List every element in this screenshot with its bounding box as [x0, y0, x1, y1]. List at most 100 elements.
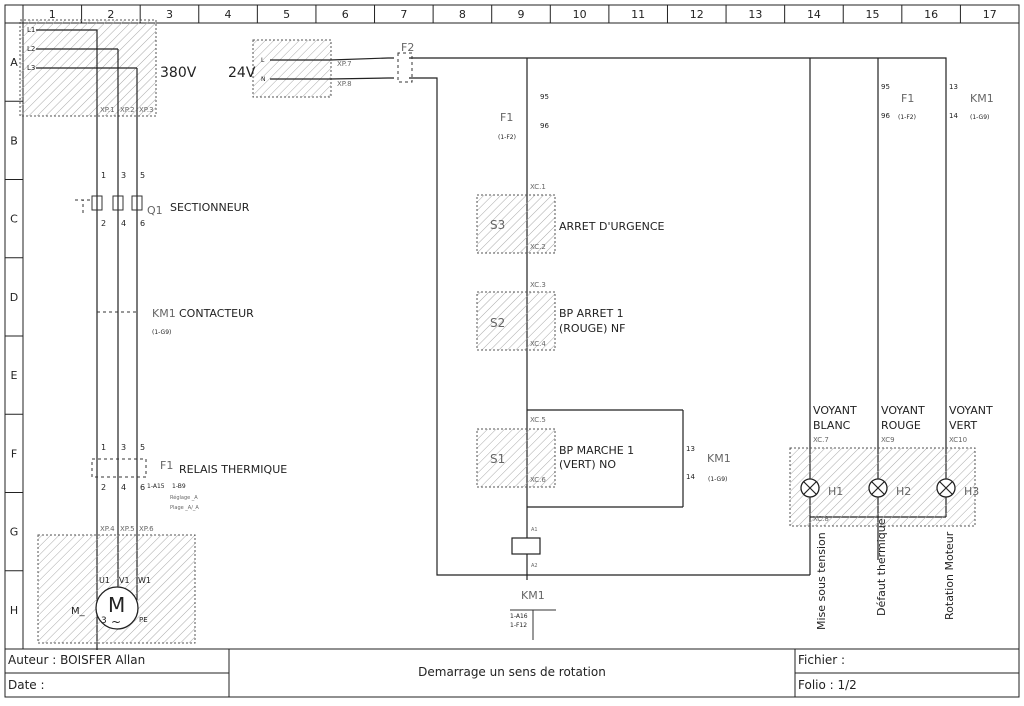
row-header-C: C [10, 213, 18, 226]
f1-term-2: 2 [101, 483, 106, 492]
bp-arret-label-1: BP ARRET 1 [559, 307, 624, 320]
motor-w1: W1 [138, 576, 151, 585]
column-header-7: 7 [400, 8, 407, 21]
f1-lamp-label: F1 [901, 92, 914, 105]
xc7-label: XC.7 [813, 436, 829, 444]
column-header-9: 9 [518, 8, 525, 21]
voyant-vert-1: VOYANT [949, 404, 993, 417]
km1-hold-label: KM1 [707, 452, 731, 465]
km1-power-label: KM1 [152, 307, 176, 320]
q1-fuse-2 [112, 195, 124, 211]
column-header-15: 15 [866, 8, 880, 21]
km1-coil-ref-f12: 1-F12 [510, 622, 527, 629]
voltage-24v: 24V [228, 65, 256, 81]
f1-ref-a15: 1-A15 [147, 483, 165, 490]
s3-box [476, 194, 556, 254]
sheet-frame [4, 4, 1020, 698]
column-header-4: 4 [225, 8, 232, 21]
s2-label: S2 [490, 316, 505, 330]
row-header-F: F [11, 447, 17, 460]
relais-label: RELAIS THERMIQUE [179, 463, 287, 476]
motor-u1: U1 [99, 576, 110, 585]
f1-ctrl-96: 96 [540, 122, 549, 130]
row-header-H: H [10, 604, 18, 617]
column-header-5: 5 [283, 8, 290, 21]
q1-fuse-1 [91, 195, 103, 211]
date-field: Date : [8, 678, 45, 692]
f1-term-4: 4 [121, 483, 126, 492]
n-label: N [261, 76, 266, 83]
contacteur-label: CONTACTEUR [179, 307, 254, 320]
rotation-moteur-label: Rotation Moteur [943, 531, 956, 620]
defaut-thermique-label: Défaut thermique [875, 518, 888, 616]
km1-power-ref: (1-G9) [152, 329, 171, 336]
km1-lamp-13: 13 [949, 83, 958, 91]
motor-pe: PE [139, 616, 148, 624]
lamp-h2 [868, 478, 888, 498]
s2-box [476, 291, 556, 351]
l2-label: L2 [27, 45, 35, 53]
l-label: L [261, 57, 265, 64]
km1-coil-ref-a16: 1-A16 [510, 613, 528, 620]
column-header-8: 8 [459, 8, 466, 21]
h2-label: H2 [896, 485, 911, 498]
q1-term-1: 1 [101, 171, 106, 180]
column-header-10: 10 [573, 8, 587, 21]
xp6-label: XP.6 [139, 525, 154, 533]
xc9-label: XC9 [881, 436, 895, 444]
drawing-title: Demarrage un sens de rotation [418, 665, 606, 679]
column-header-3: 3 [166, 8, 173, 21]
q1-term-2: 2 [101, 219, 106, 228]
l3-label: L3 [27, 64, 35, 72]
lamp-h3 [936, 478, 956, 498]
column-header-17: 17 [983, 8, 997, 21]
column-header-1: 1 [49, 8, 56, 21]
xp3-label: XP.3 [139, 106, 154, 114]
f1-ctrl-95: 95 [540, 93, 549, 101]
row-header-E: E [11, 369, 18, 382]
supply-24v-box [252, 39, 332, 98]
bp-arret-label-2: (ROUGE) NF [559, 322, 625, 335]
f1-reglage: Réglage _A [170, 494, 198, 501]
km1-lamp-14: 14 [949, 112, 958, 120]
f1-power-label: F1 [160, 459, 173, 472]
f1-term-5: 5 [140, 443, 145, 452]
f1-lamp-95: 95 [881, 83, 890, 91]
mise-sous-tension-label: Mise sous tension [815, 532, 828, 630]
column-header-13: 13 [748, 8, 762, 21]
motor-m: M [108, 593, 125, 617]
xp8-label: XP.8 [337, 80, 352, 88]
q1-term-5: 5 [140, 171, 145, 180]
xc10-label: XC10 [949, 436, 967, 444]
column-header-11: 11 [631, 8, 645, 21]
h3-label: H3 [964, 485, 979, 498]
f1-ctrl-ref: (1-F2) [498, 134, 516, 141]
column-header-12: 12 [690, 8, 704, 21]
coil-a2: A2 [531, 563, 538, 569]
s1-box [476, 428, 556, 488]
voltage-380v: 380V [160, 65, 197, 81]
xp7-label: XP.7 [337, 60, 352, 68]
f1-relay-box [91, 458, 147, 478]
row-header-A: A [10, 56, 18, 69]
km1-lamp-label: KM1 [970, 92, 994, 105]
xp4-label: XP.4 [100, 525, 115, 533]
title-block: Auteur : BOISFER Allan Date : Demarrage … [5, 649, 1019, 697]
lamp-h1 [800, 478, 820, 498]
h1-label: H1 [828, 485, 843, 498]
motor-3: 3 [101, 616, 107, 626]
voyant-blanc-1: VOYANT [813, 404, 857, 417]
xc2-label: XC.2 [530, 243, 546, 251]
motor-v1: V1 [119, 576, 130, 585]
column-header-2: 2 [107, 8, 114, 21]
km1-lamp-ref: (1-G9) [970, 114, 989, 121]
km1-coil-label: KM1 [521, 589, 545, 602]
xc4-label: XC.4 [530, 340, 546, 348]
q1-term-3: 3 [121, 171, 126, 180]
f1-lamp-ref: (1-F2) [898, 114, 916, 121]
coil-a1: A1 [531, 527, 538, 533]
xp1-label: XP.1 [100, 106, 115, 114]
xc5-label: XC.5 [530, 416, 546, 424]
